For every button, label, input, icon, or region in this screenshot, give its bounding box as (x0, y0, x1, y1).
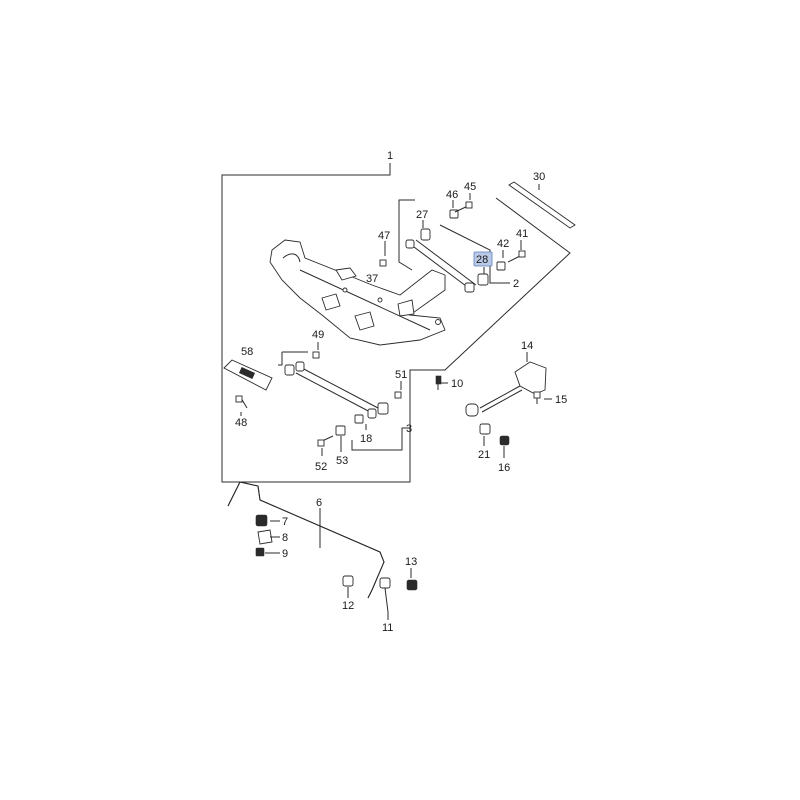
label-45[interactable]: 45 (464, 181, 476, 193)
subframe-crossmember (269, 239, 446, 346)
label-51[interactable]: 51 (395, 369, 407, 381)
stabilizer-bar (227, 481, 418, 613)
label-13[interactable]: 13 (405, 556, 417, 568)
upper-link (379, 199, 526, 293)
label-8[interactable]: 8 (282, 532, 288, 544)
label-53[interactable]: 53 (336, 455, 348, 467)
label-6[interactable]: 6 (316, 497, 322, 509)
label-27[interactable]: 27 (416, 209, 428, 221)
label-11[interactable]: 11 (382, 622, 393, 634)
part-28-highlight (473, 251, 493, 267)
label-12[interactable]: 12 (342, 600, 354, 612)
strip-part-30 (508, 181, 576, 229)
label-21[interactable]: 21 (478, 449, 490, 461)
lateral-rod (435, 361, 547, 446)
label-28[interactable]: 28 (476, 254, 488, 266)
label-18[interactable]: 18 (360, 433, 372, 445)
assembly-outline (221, 163, 571, 483)
label-3[interactable]: 3 (406, 423, 412, 435)
label-30[interactable]: 30 (533, 171, 545, 183)
label-37[interactable]: 37 (366, 273, 378, 285)
label-10[interactable]: 10 (451, 378, 463, 390)
label-7[interactable]: 7 (282, 516, 288, 528)
lower-link (278, 351, 410, 451)
label-41[interactable]: 41 (516, 228, 528, 240)
bracket-plate (223, 359, 273, 409)
label-46[interactable]: 46 (446, 189, 458, 201)
label-52[interactable]: 52 (315, 461, 327, 473)
label-1[interactable]: 1 (387, 150, 393, 162)
label-16[interactable]: 16 (498, 462, 510, 474)
label-58[interactable]: 58 (241, 346, 253, 358)
part-labels: 1 30 46 45 27 47 41 42 28 37 2 49 14 58 … (235, 150, 567, 634)
label-47[interactable]: 47 (378, 230, 390, 242)
label-9[interactable]: 9 (282, 548, 288, 560)
label-48[interactable]: 48 (235, 417, 247, 429)
label-49[interactable]: 49 (312, 329, 324, 341)
label-42[interactable]: 42 (497, 238, 509, 250)
label-15[interactable]: 15 (555, 394, 567, 406)
label-14[interactable]: 14 (521, 340, 533, 352)
leader-lines (240, 184, 552, 620)
label-2[interactable]: 2 (513, 278, 519, 290)
